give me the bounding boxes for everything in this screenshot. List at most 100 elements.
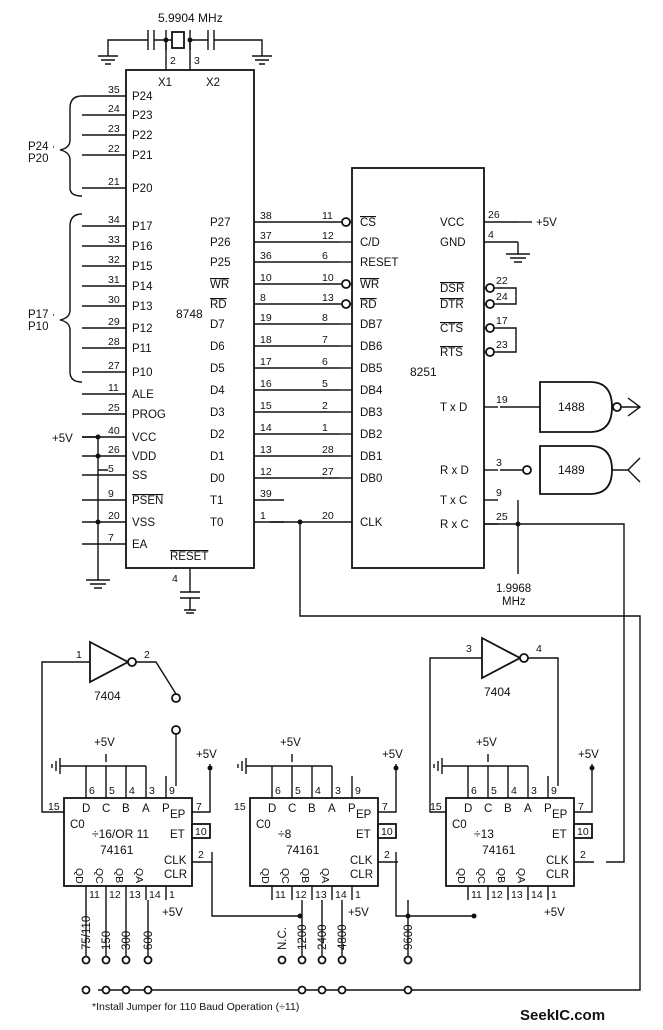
mcu-left-pin-number: 35 bbox=[108, 84, 120, 96]
mcu-left-pin-label: PROG bbox=[132, 409, 166, 421]
usart-left-pin-label: WR bbox=[360, 279, 379, 291]
usart-right-pin-label: T x D bbox=[440, 402, 467, 414]
group-bottom-label-b: P10 bbox=[28, 321, 48, 333]
counter-bottom-pin-number: 13 bbox=[129, 889, 141, 901]
usart-right-pin-number: 19 bbox=[496, 394, 508, 406]
counter-top-pin-number: 4 bbox=[129, 785, 135, 797]
mcu-left-pin-label: P16 bbox=[132, 241, 152, 253]
counter-bottom-pin-number: 14 bbox=[149, 889, 161, 901]
baud-tap[interactable]: 1200 bbox=[297, 900, 309, 965]
counter-side-pin-label: CLK bbox=[350, 855, 373, 867]
usart-left-pin-label: DB3 bbox=[360, 407, 382, 419]
baud-tap[interactable]: 4800 bbox=[337, 900, 349, 965]
counter-bottom-pin-label: QD bbox=[455, 868, 467, 884]
counter-top-pin-label: A bbox=[328, 803, 336, 815]
mcu-left-pin-number: 25 bbox=[108, 402, 120, 414]
counter-side-pin-label: EP bbox=[170, 809, 186, 821]
counter-plus5-label: +5V bbox=[476, 737, 497, 749]
usart-left-pin-number: 20 bbox=[322, 510, 334, 522]
counter-top-pin-label: A bbox=[142, 803, 150, 815]
counter-bottom-pin-label: QD bbox=[73, 868, 85, 884]
counter-bottom-pin-label: QD bbox=[259, 868, 271, 884]
mcu-left-pin-number: 26 bbox=[108, 444, 120, 456]
inverter-left-name: 7404 bbox=[94, 689, 121, 703]
mcu-8748: X1 X2 8748 RESET 35P2424P2323P2222P2121P… bbox=[28, 69, 340, 614]
inverter-right-name: 7404 bbox=[484, 685, 511, 699]
counter-top-pin-label: C bbox=[102, 803, 110, 815]
mcu-right-pin-number: 1 bbox=[260, 510, 266, 522]
counter-bottom-pin-label: QA bbox=[133, 868, 145, 883]
counter-co-label: C0 bbox=[256, 819, 271, 831]
usart-left-pin-number: 6 bbox=[322, 250, 328, 262]
counter-bottom-pin-label: QA bbox=[319, 868, 331, 883]
mcu-left-pin-number: 7 bbox=[108, 532, 114, 544]
usart-left-pin-number: 6 bbox=[322, 356, 328, 368]
counter-top-pin-label: A bbox=[524, 803, 532, 815]
counter-top-pin-number: 9 bbox=[169, 785, 175, 797]
baud-rate-label: 150 bbox=[101, 931, 113, 950]
mcu-left-pin-label: P17 bbox=[132, 221, 152, 233]
watermark: SeekIC.com bbox=[520, 1007, 605, 1024]
baud-tap[interactable]: 2400 bbox=[317, 900, 329, 965]
jumper-note: *Install Jumper for 110 Baud Operation (… bbox=[92, 1001, 299, 1013]
counter-divider-label: ÷8 bbox=[278, 827, 292, 841]
baud-rate-label: N.C. bbox=[277, 927, 289, 950]
counter-side-pin-number: 7 bbox=[382, 801, 388, 813]
mcu-right-pin-label: D0 bbox=[210, 473, 225, 485]
counter-top-pin-label: B bbox=[504, 803, 512, 815]
usart-left-pin-label: C/D bbox=[360, 237, 380, 249]
counter-side-pin-label: EP bbox=[356, 809, 372, 821]
counter-bottom-pin-number: 14 bbox=[335, 889, 347, 901]
counter-bottom-pin-number: 1 bbox=[551, 889, 557, 901]
counter-side-pin-number: 10 bbox=[195, 826, 207, 838]
usart-left-pin-label: RESET bbox=[360, 257, 398, 269]
usart-left-pin-label: DB5 bbox=[360, 363, 382, 375]
mcu-right-pin-number: 8 bbox=[260, 292, 266, 304]
counter-top-pin-number: 6 bbox=[89, 785, 95, 797]
baud-tap[interactable]: 150 bbox=[101, 900, 113, 965]
mcu-left-pin-label: P12 bbox=[132, 323, 152, 335]
inverter-left: 7404 1 2 bbox=[41, 640, 181, 813]
counter-side-pin-number: 7 bbox=[196, 801, 202, 813]
mcu-left-pin-number: 33 bbox=[108, 234, 120, 246]
usart-right-pin-label: DSR bbox=[440, 283, 464, 295]
crystal bbox=[171, 31, 185, 49]
mcu-left-pin-number: 28 bbox=[108, 336, 120, 348]
mcu-right-pin-label: P25 bbox=[210, 257, 230, 269]
baud-tap[interactable]: 9600 bbox=[403, 900, 415, 965]
usart-clock-b: MHz bbox=[502, 596, 526, 608]
counter-side-pin-label: ET bbox=[356, 829, 371, 841]
mcu-left-pin-number: 30 bbox=[108, 294, 120, 306]
mcu-left-pin-label: P21 bbox=[132, 150, 152, 162]
baud-tap[interactable]: N.C. bbox=[277, 927, 289, 965]
mcu-right-pin-label: WR bbox=[210, 279, 229, 291]
mcu-left-pin-label: ALE bbox=[132, 389, 154, 401]
counter-ep-plus5-label: +5V bbox=[196, 749, 217, 761]
baud-tap[interactable]: 75/110 bbox=[81, 900, 93, 965]
baud-tap[interactable]: 600 bbox=[143, 900, 155, 965]
usart-left-pin-number: 11 bbox=[322, 210, 333, 222]
counter-ep-plus5-label: +5V bbox=[578, 749, 599, 761]
counter-bottom-pin-number: 11 bbox=[89, 889, 100, 901]
counter-top-pin-label: B bbox=[122, 803, 130, 815]
usart-right-pin-label: VCC bbox=[440, 217, 464, 229]
usart-left-pin-number: 28 bbox=[322, 444, 334, 456]
mcu-right-pin-number: 19 bbox=[260, 312, 272, 324]
mcu-right-pin-label: T1 bbox=[210, 495, 223, 507]
counter-plus5-label: +5V bbox=[94, 737, 115, 749]
usart-left-pin-label: RD bbox=[360, 299, 377, 311]
usart-left-pin-label: DB2 bbox=[360, 429, 382, 441]
counter-co-label: C0 bbox=[452, 819, 467, 831]
usart-right-pin-label: R x D bbox=[440, 465, 469, 477]
counter-part-label: 74161 bbox=[482, 843, 516, 857]
mcu-reset-pin: 4 bbox=[172, 573, 178, 585]
counter-bottom-pin-number: 14 bbox=[531, 889, 543, 901]
counter-74161: ÷1374161C0156D5C4B3A9P+5V11QD12QC13QB14Q… bbox=[430, 737, 599, 919]
usart-left-pin-number: 1 bbox=[322, 422, 328, 434]
counter-top-pin-label: D bbox=[464, 803, 472, 815]
baud-tap[interactable]: 300 bbox=[121, 900, 133, 965]
counter-bottom-pin-number: 1 bbox=[355, 889, 361, 901]
counter-top-pin-label: P bbox=[348, 803, 356, 815]
counter-side-pin-label: EP bbox=[552, 809, 568, 821]
